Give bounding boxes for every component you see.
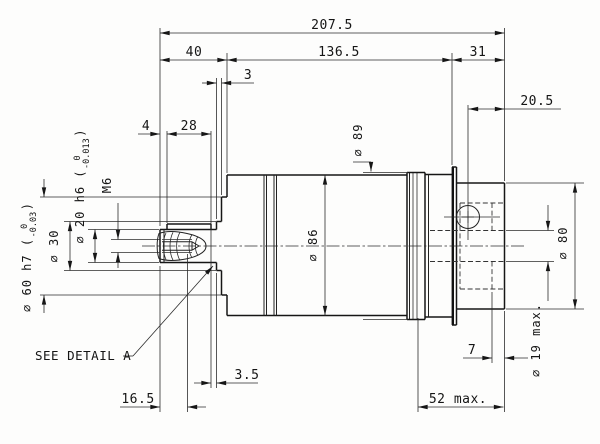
- m6-tapped-hole: [162, 239, 200, 253]
- dim-front-length: 40: [160, 45, 227, 63]
- dim-label-body-dia: ∅ 86: [306, 229, 320, 262]
- dim-label-body-max-dia: ∅ 89: [351, 124, 365, 157]
- dim-label-flange-dia: ∅ 80: [556, 227, 570, 260]
- dim-label-thread-depth: 16.5: [121, 392, 154, 407]
- gear-housing-body: [227, 174, 407, 317]
- dim-body-max-dia: ∅ 89: [351, 124, 374, 172]
- dim-thread-size: M6: [100, 177, 121, 268]
- dim-pilot-dia: ∅ 60 h7 (0-0.03): [20, 179, 47, 313]
- breakout-detail-a: [156, 231, 207, 261]
- dim-label-bore-depth: 52 max.: [429, 392, 487, 407]
- dim-thread-depth: 16.5: [120, 392, 206, 410]
- extension-lines: [40, 28, 584, 412]
- shaft-key: [166, 223, 212, 230]
- dim-seat-depth: 7: [463, 343, 528, 361]
- dim-input-bore-dia: ∅ 19 max.: [529, 205, 551, 377]
- dim-collar-dia: ∅ 30: [47, 221, 73, 271]
- dim-label-key-offset: 4: [142, 119, 150, 134]
- dim-key-offset: 4: [138, 119, 160, 137]
- dim-label-key-length: 28: [181, 119, 198, 134]
- dim-body-dia: ∅ 86: [306, 175, 328, 316]
- dim-label-pilot-dia: ∅ 60 h7 (0-0.03): [20, 202, 39, 312]
- dim-label-rear-length: 31: [470, 45, 487, 60]
- dim-label-input-bore-dia: ∅ 19 max.: [529, 303, 543, 377]
- dim-label-overall-length: 207.5: [311, 18, 353, 33]
- dim-label-keyway-to-shoulder: 3.5: [235, 368, 260, 383]
- dim-shaft-dia: ∅ 20 h6 (0-0.013): [73, 128, 98, 263]
- dim-key-length: 28: [167, 119, 211, 137]
- dim-label-thread-size: M6: [100, 177, 114, 193]
- shaft-collar: [215, 220, 222, 272]
- dim-label-pilot-step: 3: [244, 68, 252, 83]
- dim-label-collar-dia: ∅ 30: [47, 230, 61, 263]
- dim-flange-dia: ∅ 80: [556, 183, 578, 309]
- detail-callout: SEE DETAIL A: [35, 265, 214, 363]
- dim-label-body-length: 136.5: [318, 45, 360, 60]
- detail-note-text: SEE DETAIL A: [35, 348, 131, 363]
- dim-label-seat-depth: 7: [468, 343, 476, 358]
- dim-bore-depth: 52 max.: [418, 392, 504, 410]
- motor-adapter-hub: [456, 182, 506, 310]
- front-pilot: [220, 175, 228, 316]
- dim-body-length: 136.5: [227, 45, 452, 63]
- dim-rear-hub-length: 20.5: [468, 94, 561, 112]
- dim-keyway-to-shoulder: 3.5: [194, 368, 260, 386]
- dim-label-front-length: 40: [186, 45, 203, 60]
- dim-pilot-step: 3: [202, 68, 254, 86]
- dim-rear-length: 31: [452, 45, 505, 63]
- dim-label-shaft-dia: ∅ 20 h6 (0-0.013): [73, 128, 92, 243]
- dim-overall-length: 207.5: [160, 18, 505, 36]
- dim-label-rear-hub-length: 20.5: [520, 94, 553, 109]
